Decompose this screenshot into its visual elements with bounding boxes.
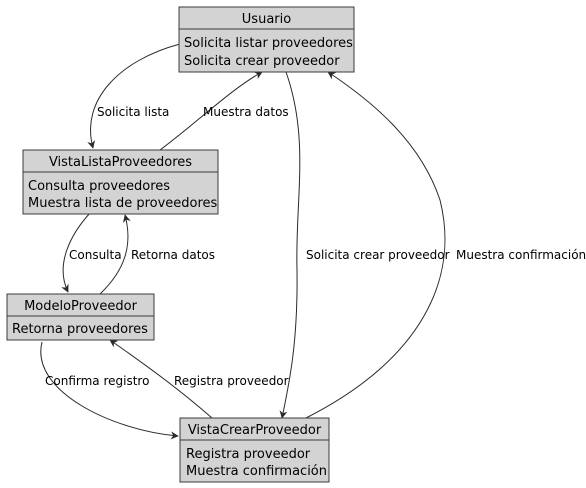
node-vista-crear-item: Muestra confirmación: [186, 464, 327, 479]
edge-retorna-datos: [99, 214, 131, 295]
node-usuario-item: Solicita listar proveedores: [184, 36, 353, 51]
edge-solicita-lista: [87, 43, 181, 149]
edge-label-solicita-crear: Solicita crear proveedor: [306, 248, 450, 262]
edge-label-retorna-datos: Retorna datos: [131, 248, 215, 262]
node-modelo-proveedor: ModeloProveedor Retorna proveedores: [6, 293, 155, 341]
edge-consulta: [61, 212, 91, 293]
node-vista-lista-item: Consulta proveedores: [28, 179, 170, 194]
edge-label-muestra-datos: Muestra datos: [203, 105, 289, 119]
node-modelo-title: ModeloProveedor: [24, 299, 138, 314]
edge-registra-proveedor: [109, 339, 213, 419]
edge-label-registra-proveedor: Registra proveedor: [174, 374, 289, 388]
node-vista-lista-item: Muestra lista de proveedores: [28, 196, 218, 211]
node-vista-lista-title: VistaListaProveedores: [49, 155, 192, 170]
node-modelo-item: Retorna proveedores: [12, 322, 148, 337]
node-vista-lista-proveedores: VistaListaProveedores Consulta proveedor…: [22, 149, 219, 215]
edge-label-consulta: Consulta: [69, 248, 122, 262]
edge-solicita-crear: [279, 71, 301, 419]
node-vista-crear-item: Registra proveedor: [186, 447, 311, 462]
edge-label-solicita-lista: Solicita lista: [97, 105, 169, 119]
node-vista-crear-title: VistaCrearProveedor: [188, 423, 322, 438]
edge-muestra-confirmacion: [305, 71, 446, 419]
node-usuario-item: Solicita crear proveedor: [184, 54, 340, 69]
node-usuario: Usuario Solicita listar proveedores Soli…: [178, 6, 355, 73]
edge-muestra-datos: [159, 71, 263, 151]
edge-confirma-registro: [40, 341, 179, 440]
edge-label-muestra-confirmacion: Muestra confirmación: [456, 248, 586, 262]
edge-label-confirma-registro: Confirma registro: [45, 374, 149, 388]
node-vista-crear-proveedor: VistaCrearProveedor Registra proveedor M…: [179, 417, 330, 483]
node-usuario-title: Usuario: [242, 12, 291, 27]
